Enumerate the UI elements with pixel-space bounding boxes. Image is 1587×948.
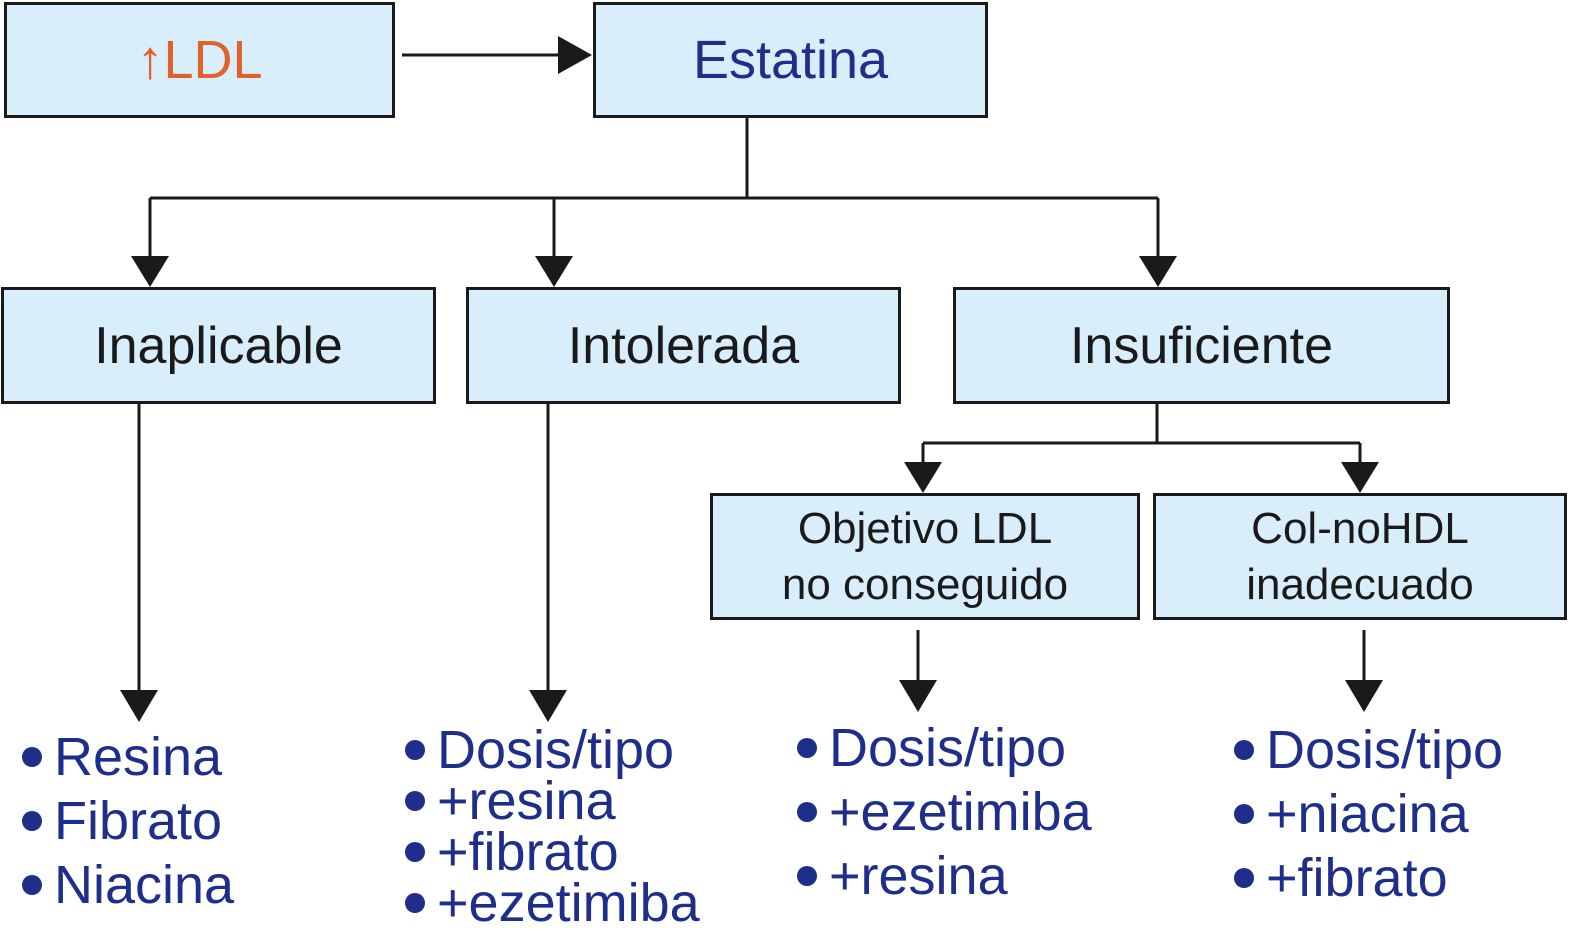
list-item: +niacina <box>1234 782 1503 846</box>
inapplicable-label: Inaplicable <box>94 316 343 375</box>
list-item: +ezetimiba <box>405 873 700 933</box>
bullet-icon <box>22 875 42 895</box>
ldl-goal-label-line1: Objetivo LDL <box>797 503 1053 553</box>
bullet-icon <box>797 866 817 886</box>
list-item: Fibrato <box>22 789 234 853</box>
list-item: Resina <box>22 725 234 789</box>
nonhdl-box: Col-noHDL inadecuado <box>1153 493 1567 620</box>
arrowhead <box>131 256 169 287</box>
arrowhead <box>558 36 592 74</box>
arrowhead <box>1345 680 1383 712</box>
list-item: +fibrato <box>1234 846 1503 910</box>
nonhdl-options: Dosis/tipo +niacina +fibrato <box>1234 718 1503 910</box>
intolerated-box: Intolerada <box>466 287 901 404</box>
up-arrow-icon: ↑ <box>136 30 164 90</box>
ldl-goal-options: Dosis/tipo +ezetimiba +resina <box>797 716 1092 908</box>
arrowhead <box>535 256 573 287</box>
list-item: +resina <box>405 771 700 831</box>
statin-label: Estatina <box>692 30 889 90</box>
arrowhead <box>1341 462 1379 493</box>
arrowhead <box>529 690 567 722</box>
list-item: Dosis/tipo <box>797 716 1092 780</box>
bullet-icon <box>405 790 425 811</box>
insufficient-box: Insuficiente <box>953 287 1450 404</box>
insufficient-label: Insuficiente <box>1069 316 1334 375</box>
arrowhead <box>899 680 937 712</box>
list-item: Dosis/tipo <box>1234 718 1503 782</box>
ldl-box: ↑LDL <box>4 2 395 118</box>
ldl-goal-label-line2: no conseguido <box>781 559 1069 609</box>
bullet-icon <box>405 739 425 760</box>
bullet-icon <box>22 747 42 767</box>
arrowhead <box>1139 256 1177 287</box>
statin-box: Estatina <box>593 2 988 118</box>
bullet-icon <box>797 802 817 822</box>
bullet-icon <box>1234 868 1254 888</box>
bullet-icon <box>1234 804 1254 824</box>
bullet-icon <box>405 841 425 862</box>
list-item: +ezetimiba <box>797 780 1092 844</box>
nonhdl-label-line2: inadecuado <box>1246 559 1474 609</box>
bullet-icon <box>22 811 42 831</box>
list-item: Niacina <box>22 853 234 917</box>
ldl-label: ↑LDL <box>136 30 263 90</box>
nonhdl-label-line1: Col-noHDL <box>1251 503 1469 553</box>
arrowhead <box>904 462 942 493</box>
ldl-goal-box: Objetivo LDL no conseguido <box>710 493 1140 620</box>
bullet-icon <box>405 892 425 913</box>
intolerated-options: Dosis/tipo +resina +fibrato +ezetimiba <box>405 720 700 933</box>
list-item: +fibrato <box>405 822 700 882</box>
intolerated-label: Intolerada <box>567 316 800 375</box>
arrowhead <box>120 690 158 722</box>
bullet-icon <box>1234 740 1254 760</box>
inapplicable-options: Resina Fibrato Niacina <box>22 725 234 917</box>
bullet-icon <box>797 738 817 758</box>
list-item: Dosis/tipo <box>405 720 700 780</box>
list-item: +resina <box>797 844 1092 908</box>
inapplicable-box: Inaplicable <box>1 287 436 404</box>
